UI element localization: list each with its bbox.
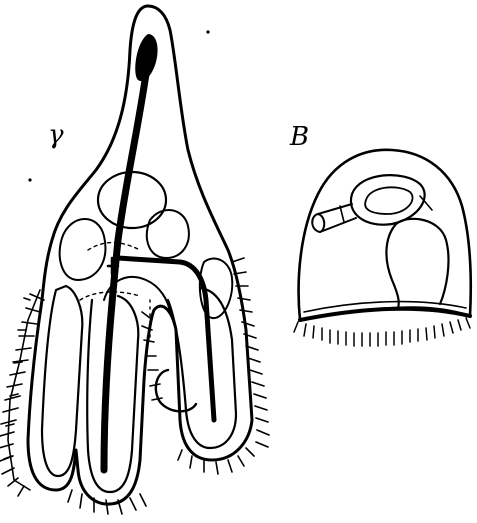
lower-cell bbox=[386, 219, 448, 308]
panel-a-drawing bbox=[0, 6, 269, 514]
upper-oval-inner bbox=[365, 187, 412, 214]
stray-dot bbox=[28, 178, 31, 181]
stray-dot bbox=[206, 30, 209, 33]
left-cell bbox=[60, 219, 106, 280]
tube-tip bbox=[312, 214, 324, 232]
panel-b-label: B bbox=[290, 124, 309, 150]
small-side-loop bbox=[156, 370, 196, 411]
base-cilia bbox=[294, 318, 470, 346]
upper-cell bbox=[98, 172, 166, 228]
panel-a-label: γ bbox=[48, 122, 64, 148]
apical-dark-spot bbox=[135, 34, 157, 81]
base-rim bbox=[300, 309, 470, 320]
panel-b-drawing bbox=[294, 150, 471, 346]
tube-segment bbox=[340, 206, 344, 222]
upper-oval bbox=[351, 175, 425, 225]
inner-lobe-left bbox=[42, 286, 82, 476]
middle-cell bbox=[147, 210, 189, 258]
branch-dark-channel bbox=[118, 258, 214, 420]
